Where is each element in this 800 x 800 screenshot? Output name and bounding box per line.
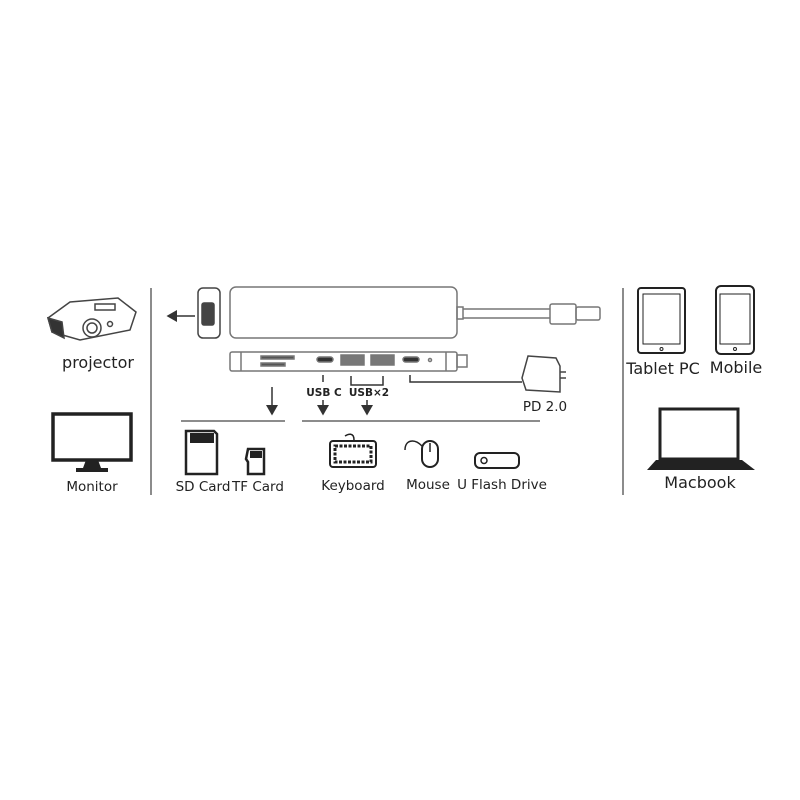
usb-x2-label: USB×2 bbox=[348, 387, 390, 399]
sd-card-icon bbox=[184, 429, 219, 476]
sd-card-label: SD Card bbox=[175, 479, 231, 495]
flash-drive-label: U Flash Drive bbox=[457, 477, 547, 493]
keyboard-label: Keyboard bbox=[321, 478, 385, 494]
monitor-label: Monitor bbox=[66, 479, 118, 495]
monitor-icon bbox=[51, 412, 133, 472]
tf-card-label: TF Card bbox=[232, 479, 284, 495]
usb-c-label: USB C bbox=[306, 387, 342, 399]
macbook-label: Macbook bbox=[664, 473, 736, 492]
mobile-label: Mobile bbox=[709, 358, 763, 377]
mobile-icon bbox=[715, 285, 755, 355]
pd-leader bbox=[409, 375, 522, 383]
pd-label: PD 2.0 bbox=[522, 399, 568, 415]
macbook-icon bbox=[647, 407, 755, 470]
flash-drive-icon bbox=[474, 452, 520, 469]
power-adapter-icon bbox=[521, 355, 566, 393]
hdmi-port-icon bbox=[197, 287, 221, 339]
mouse-icon bbox=[404, 440, 439, 468]
tf-card-icon bbox=[244, 447, 266, 476]
projector-icon bbox=[46, 297, 137, 341]
hub-port-side-view bbox=[229, 351, 468, 372]
keyboard-icon bbox=[329, 433, 377, 468]
projector-label: projector bbox=[62, 353, 134, 372]
mouse-label: Mouse bbox=[406, 477, 450, 493]
tablet-icon bbox=[637, 287, 686, 354]
hub-top-view bbox=[229, 286, 601, 339]
usb-x2-bracket bbox=[350, 376, 384, 386]
tablet-label: Tablet PC bbox=[626, 359, 700, 378]
